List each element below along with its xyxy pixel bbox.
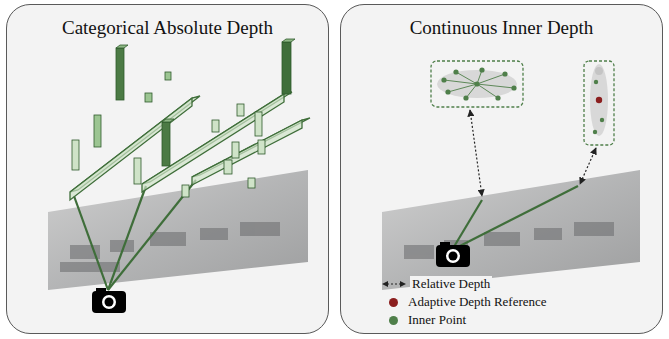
legend-item: Relative Depth [382,276,492,292]
panel-heading: Continuous Inner Depth [351,17,652,39]
legend-dot [389,316,398,325]
panel-ground [340,4,663,334]
camera-icon [92,288,126,313]
legend-label: Adaptive Depth Reference [406,294,549,310]
image-plane [48,170,308,290]
image-plane [382,170,640,290]
legend-dot [389,298,398,307]
camera-icon [436,242,470,267]
legend-label: Relative Depth [410,276,492,292]
legend-label: Inner Point [406,312,468,328]
legend-item: Inner Point [382,312,468,328]
panel-heading: Categorical Absolute Depth [17,17,318,39]
legend-item: Adaptive Depth Reference [382,294,549,310]
legend-dotted-arrow [382,279,406,289]
panel: Categorical Absolute Depth [6,4,329,334]
panel-ground [6,4,329,334]
